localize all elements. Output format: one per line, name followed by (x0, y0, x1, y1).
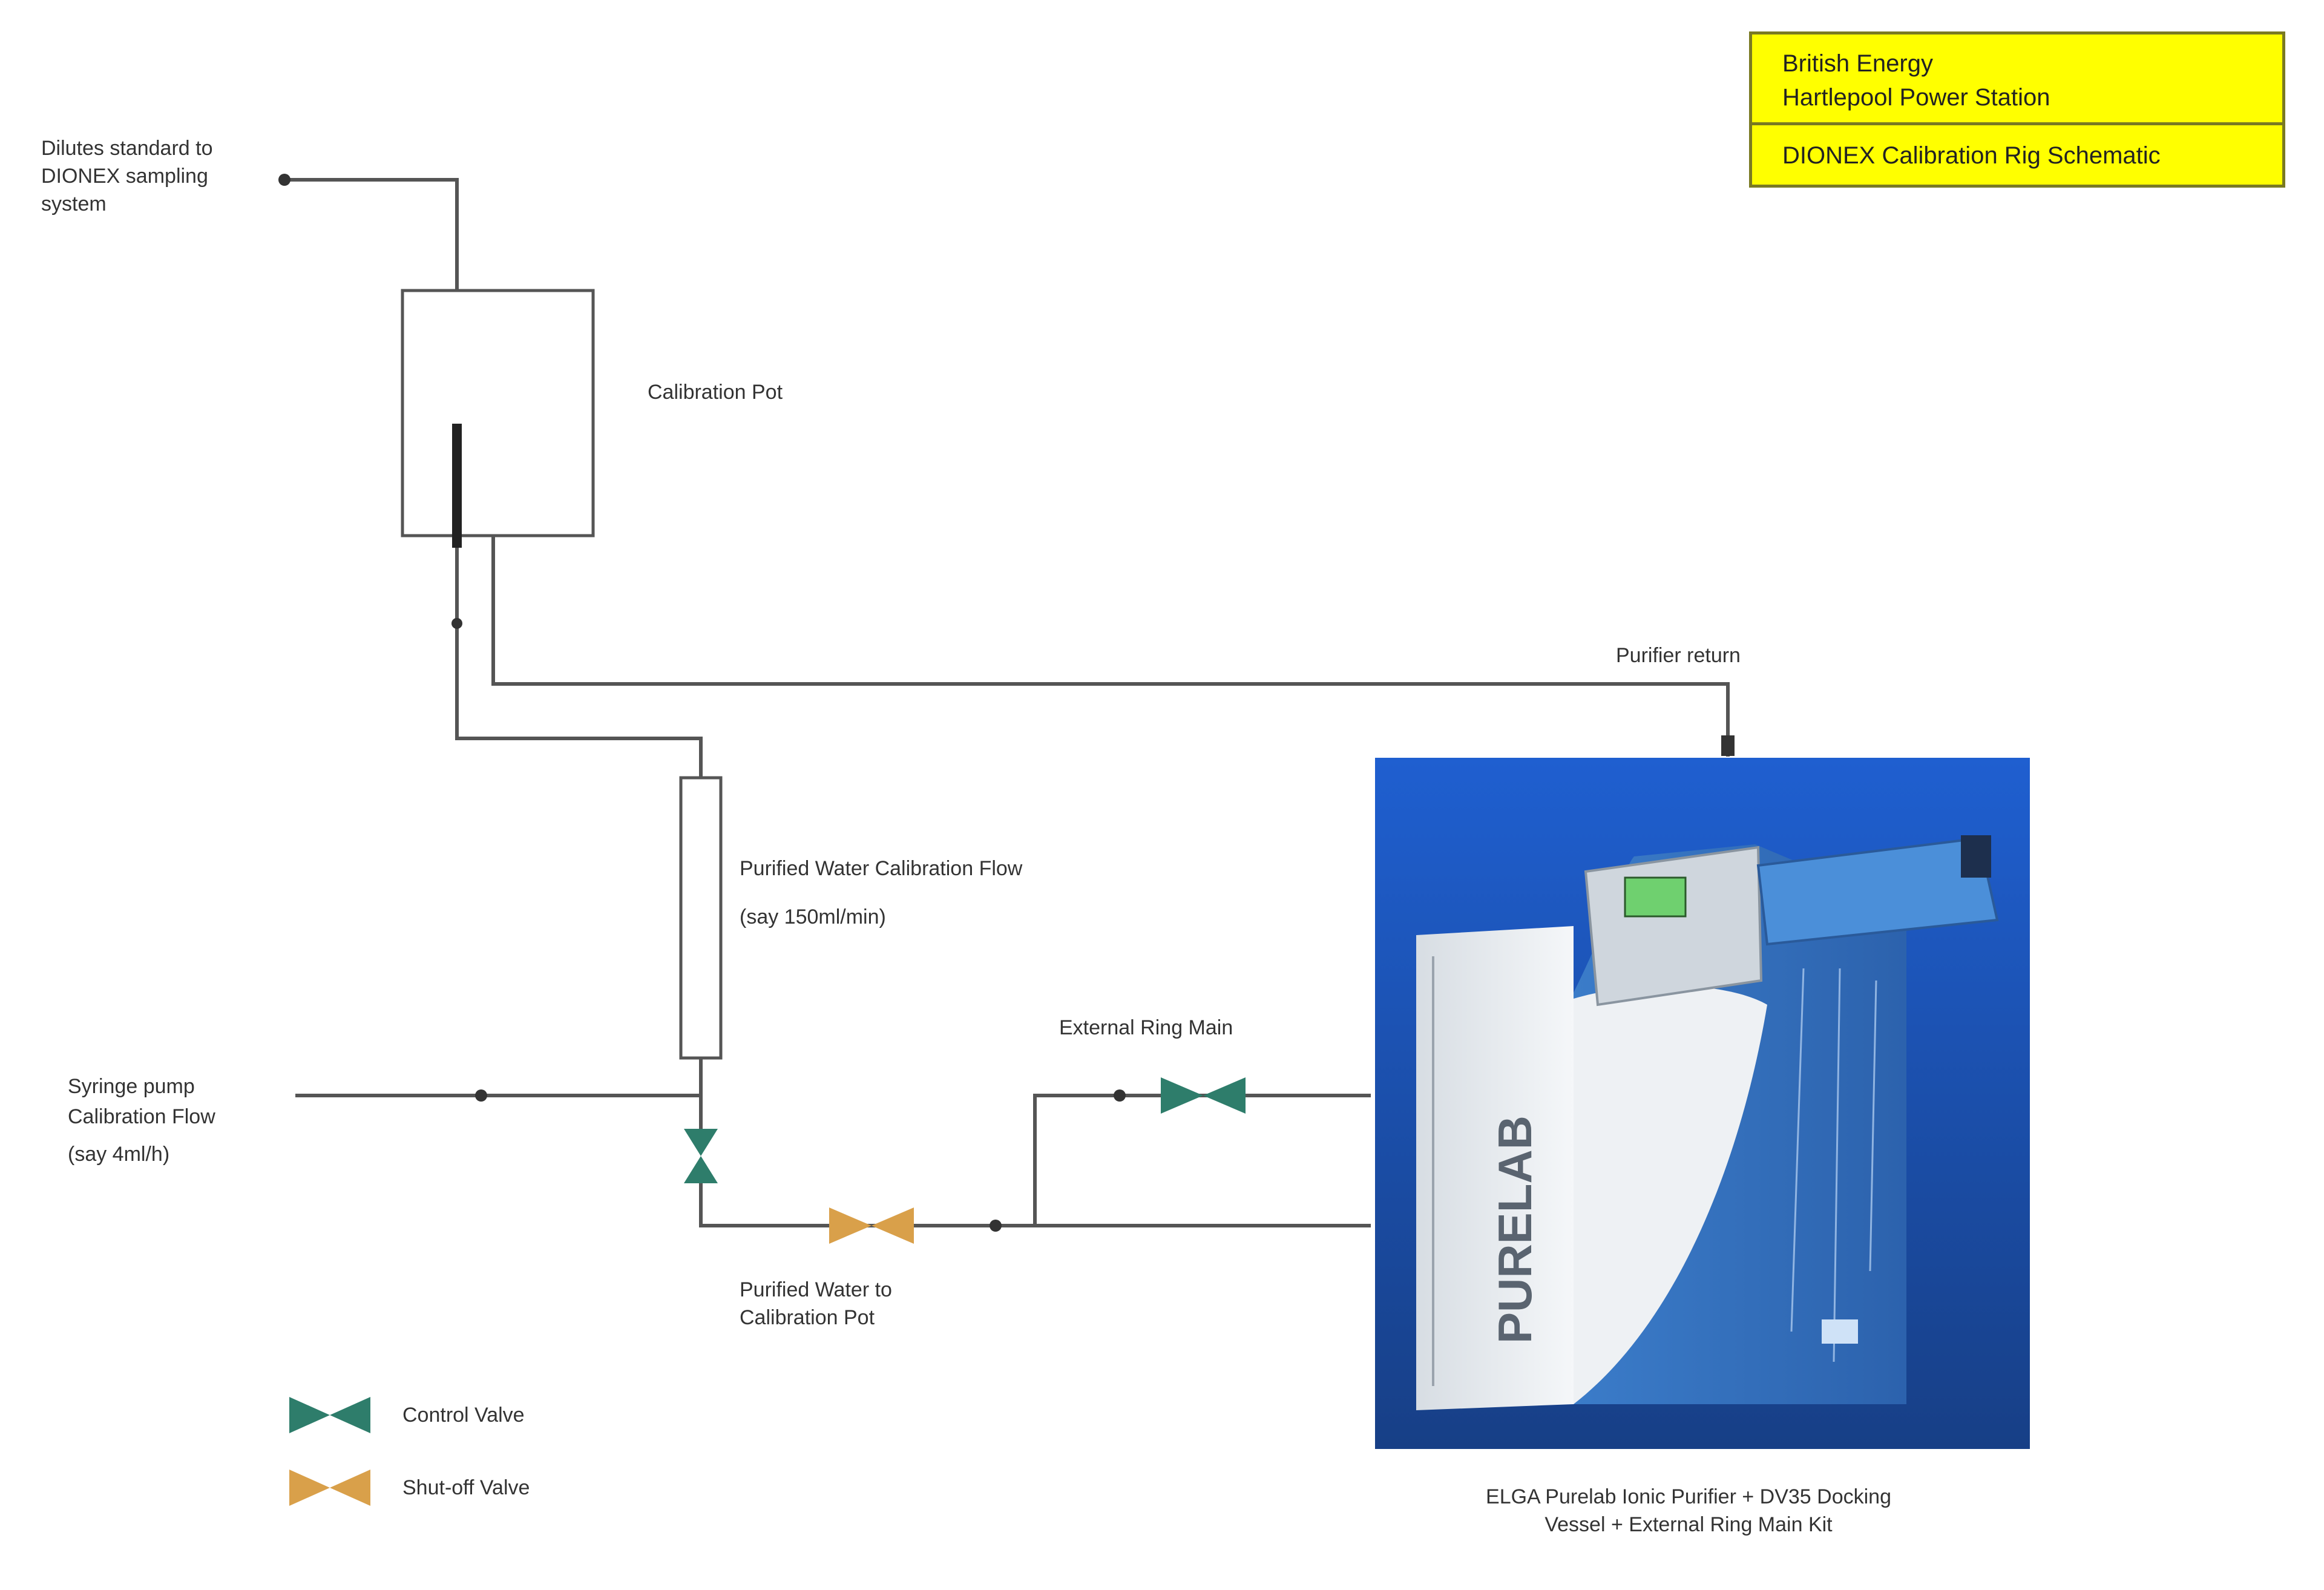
flow-dot (990, 1220, 1002, 1232)
ring-main-label: External Ring Main (1059, 1016, 1233, 1039)
purifier-return-pipe (491, 536, 1730, 757)
schematic-title: DIONEX Calibration Rig Schematic (1782, 142, 2161, 169)
flow-markers (278, 174, 1735, 1232)
legend-control-valve-label: Control Valve (402, 1404, 525, 1427)
water-lines (1790, 968, 1877, 1362)
flowmeter (679, 776, 723, 1060)
flow-dot (1721, 735, 1735, 756)
ring-main-pipe (1033, 1094, 1371, 1226)
legend-shutoff-valve-icon (289, 1470, 370, 1506)
docking-vessel (1416, 926, 1574, 1410)
control-valve-vertical (684, 1129, 718, 1183)
outlet-fitting (1822, 1319, 1858, 1344)
pot-to-flowmeter-pipe (455, 551, 703, 778)
purifier-front-panel (1574, 985, 1767, 1404)
legend-control-valve-icon (289, 1397, 370, 1433)
calibration-pot (401, 289, 595, 537)
station-name: Hartlepool Power Station (1782, 84, 2050, 111)
legend-shutoff-valve-label: Shut-off Valve (402, 1476, 530, 1499)
title-block: British Energy Hartlepool Power Station … (1749, 31, 2285, 188)
purelab-logo: PURELAB (1488, 1115, 1541, 1344)
purified-to-pot-label: Purified Water to Calibration Pot (740, 1278, 892, 1329)
control-head (1584, 846, 1763, 1007)
dionex-return-label: Dilutes standard to DIONEX sampling syst… (41, 137, 213, 215)
calibration-pot-label: Calibration Pot (648, 381, 783, 404)
lcd-display (1624, 876, 1687, 918)
syringe-pump-label: Syringe pump Calibration Flow (say 4ml/h… (68, 1075, 215, 1166)
flow-dot (451, 618, 462, 629)
dispense-arm (1756, 836, 1999, 946)
title-block-header: British Energy Hartlepool Power Station (1752, 34, 2282, 125)
purifier-return-label: Purifier return (1616, 644, 1741, 667)
flow-dot (278, 174, 290, 186)
control-valve-ringmain (1161, 1077, 1246, 1114)
purifier-photo: PURELAB (1375, 758, 2030, 1449)
flow-dot (1114, 1089, 1126, 1102)
dispense-nozzle (1961, 835, 1991, 878)
company-name: British Energy (1782, 50, 1933, 77)
purified-water-pipe (699, 1183, 1371, 1227)
purifier-caption: ELGA Purelab Ionic Purifier + DV35 Docki… (1486, 1485, 1891, 1536)
purified-flow-label: Purified Water Calibration Flow (say 150… (740, 857, 1023, 928)
shutoff-valve (829, 1207, 914, 1244)
flow-dot (475, 1089, 487, 1102)
